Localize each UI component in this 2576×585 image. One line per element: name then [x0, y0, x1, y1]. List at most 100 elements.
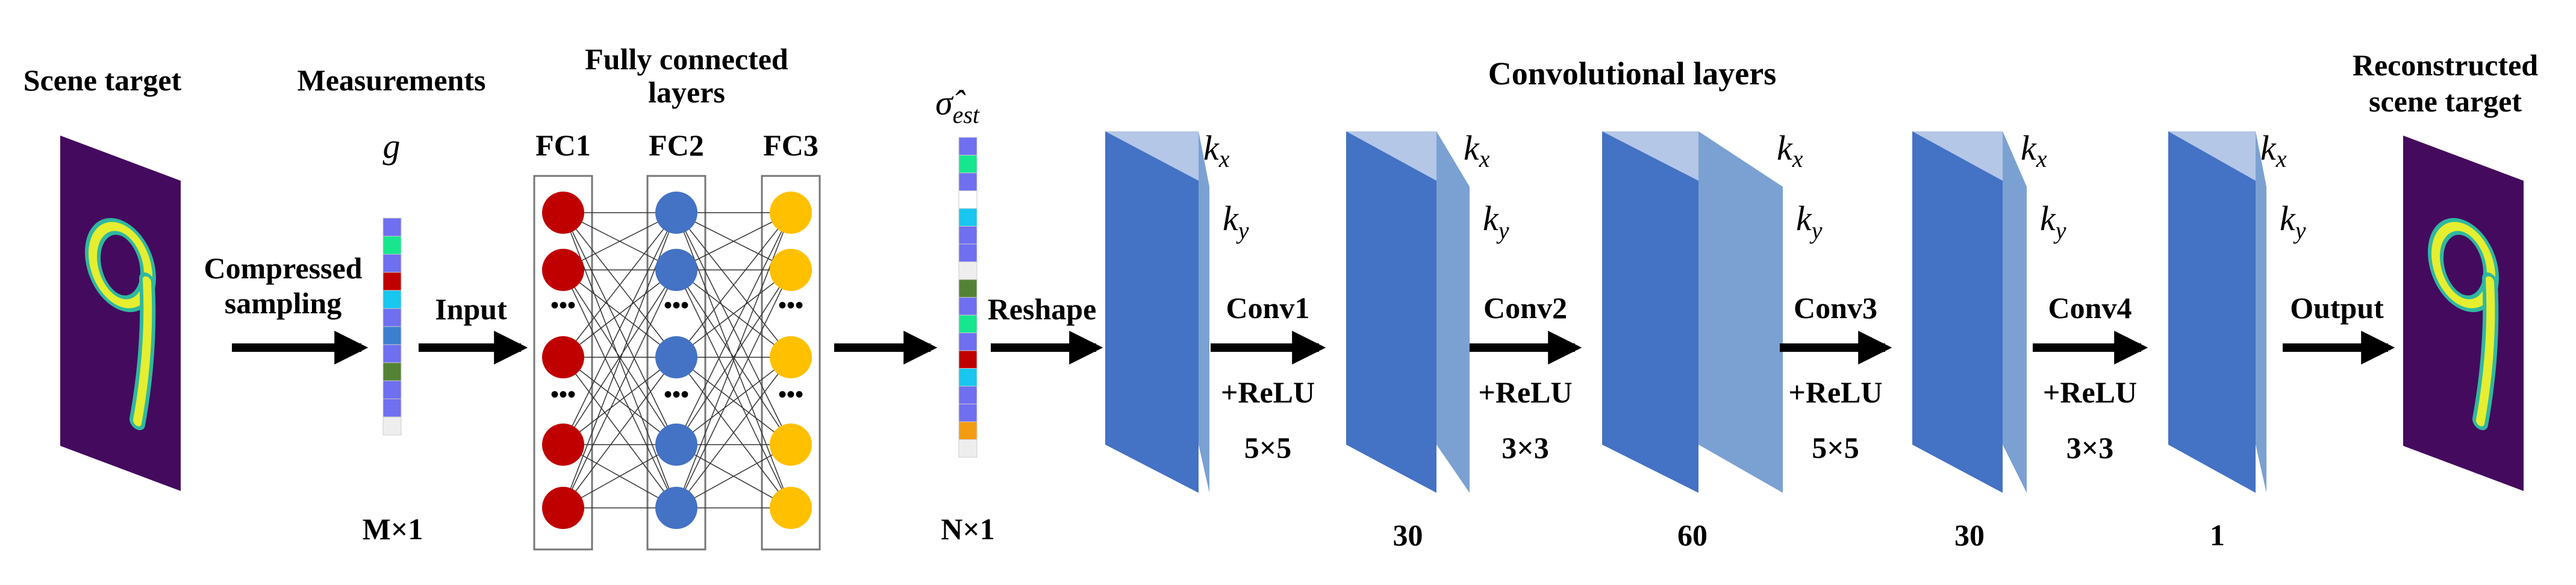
- fc1-node: [542, 192, 584, 234]
- fc2-node: [655, 192, 697, 234]
- conv-slab-front: [1105, 131, 1199, 493]
- kx-label: kx: [1464, 128, 1490, 172]
- fc-connection: [676, 212, 791, 271]
- fc2-ellipsis: •••: [664, 381, 689, 408]
- fc-connection: [563, 357, 677, 445]
- fc-connection: [676, 269, 791, 358]
- conv-slabs: kxkykxky30kxky60kxky30kxky1Conv1+ReLU5×5…: [1105, 128, 2306, 552]
- channels-label: 30: [1393, 518, 1423, 552]
- estimate-cell: [958, 314, 978, 333]
- conv-slab-front: [1602, 131, 1698, 493]
- scene-target-label: Scene target: [23, 63, 182, 97]
- g-symbol: g: [383, 127, 401, 166]
- sigma-symbol: σ̂est: [935, 83, 980, 128]
- fc-connection: [563, 269, 677, 508]
- conv-op-kernel: 5×5: [1244, 431, 1292, 465]
- digit-nine-glyph: [85, 217, 156, 431]
- recon-title-line1: Reconstructed: [2353, 48, 2538, 82]
- fc-connection: [563, 212, 677, 271]
- fc1-label: FC1: [535, 128, 591, 162]
- estimate-cell: [958, 261, 978, 280]
- fc-connection: [563, 357, 677, 508]
- estimate-cell: [958, 190, 978, 209]
- compressed-label-line2: sampling: [225, 286, 342, 320]
- measurement-cell: [382, 272, 402, 291]
- measurement-cell: [382, 380, 402, 399]
- conv-op-activation: +ReLU: [1788, 375, 1882, 409]
- fc1-node: [542, 487, 584, 529]
- conv-op-activation: +ReLU: [2043, 375, 2137, 409]
- measurement-cell: [382, 290, 402, 309]
- fc3-ellipsis: •••: [778, 381, 803, 408]
- fc3-node: [770, 487, 812, 529]
- fc-connection: [676, 357, 791, 445]
- conv-slab-side: [2003, 131, 2027, 493]
- fc2-node: [655, 336, 697, 378]
- estimate-cell: [958, 137, 978, 155]
- fc3-node: [770, 192, 812, 234]
- measurements-label: Measurements: [298, 63, 486, 97]
- conv-title: Convolutional layers: [1488, 55, 1777, 92]
- conv-op-name: Conv2: [1483, 291, 1567, 325]
- estimate-cell: [958, 386, 978, 404]
- estimate-vector: [958, 137, 978, 458]
- fc-connection: [676, 269, 791, 508]
- estimate-cell: [958, 404, 978, 422]
- fc-connection: [676, 444, 791, 508]
- estimate-cell: [958, 243, 978, 262]
- fc3-label: FC3: [763, 128, 819, 162]
- conv-slab-side: [2256, 131, 2266, 493]
- estimate-cell: [958, 350, 978, 369]
- ky-label: ky: [2280, 199, 2306, 244]
- fc1-node: [542, 336, 584, 378]
- measurement-cell: [382, 254, 402, 273]
- kx-label: kx: [1777, 128, 1803, 172]
- estimate-cell: [958, 439, 978, 458]
- output-label: Output: [2290, 291, 2384, 325]
- fc2-ellipsis: •••: [664, 292, 689, 319]
- conv-op-name: Conv4: [2048, 291, 2132, 325]
- conv-op-activation: +ReLU: [1221, 375, 1315, 409]
- conv-op-activation: +ReLU: [1478, 375, 1572, 409]
- conv-op-kernel: 5×5: [1812, 431, 1859, 465]
- measurement-cell: [382, 416, 402, 436]
- input-label: Input: [435, 292, 507, 326]
- fc-title-line2: layers: [648, 75, 725, 109]
- conv-slab-front: [1912, 131, 2003, 493]
- conv-slab-side: [1698, 131, 1783, 493]
- fc-connection: [676, 269, 791, 445]
- fc1-ellipsis: •••: [550, 381, 576, 408]
- n-size-label: N×1: [941, 512, 995, 546]
- fc1-box: [533, 175, 593, 551]
- conv-slab-front: [1346, 131, 1436, 493]
- fc3-box: [761, 175, 821, 551]
- ky-label: ky: [1796, 199, 1823, 244]
- fc-connection: [676, 212, 791, 445]
- estimate-cell: [958, 208, 978, 227]
- fc-title-line1: Fully connected: [585, 42, 788, 76]
- fc1-ellipsis: •••: [550, 292, 576, 319]
- fc-connection: [563, 269, 677, 358]
- scene-target-panel: [60, 136, 181, 491]
- kx-label: kx: [1203, 128, 1230, 172]
- fc-connection: [676, 212, 791, 358]
- fc2-box: [646, 175, 706, 551]
- conv-slab-front: [2168, 131, 2256, 493]
- ky-label: ky: [1223, 199, 1249, 244]
- conv-op-name: Conv1: [1226, 291, 1310, 325]
- channels-label: 1: [2210, 518, 2225, 552]
- fc1-node: [542, 424, 584, 466]
- compressed-label-line1: Compressed: [204, 251, 363, 285]
- fc-connection: [563, 212, 677, 358]
- reconstructed-panel: [2403, 136, 2524, 491]
- fc1-node: [542, 249, 584, 291]
- measurement-cell: [382, 344, 402, 363]
- fc-nodes: ••••••••••••••••••: [542, 192, 812, 529]
- measurement-vector: [382, 217, 402, 436]
- m-size-label: M×1: [363, 512, 423, 546]
- measurement-cell: [382, 308, 402, 327]
- fc2-node: [655, 487, 697, 529]
- fc-connection: [563, 212, 677, 445]
- measurement-cell: [382, 362, 402, 381]
